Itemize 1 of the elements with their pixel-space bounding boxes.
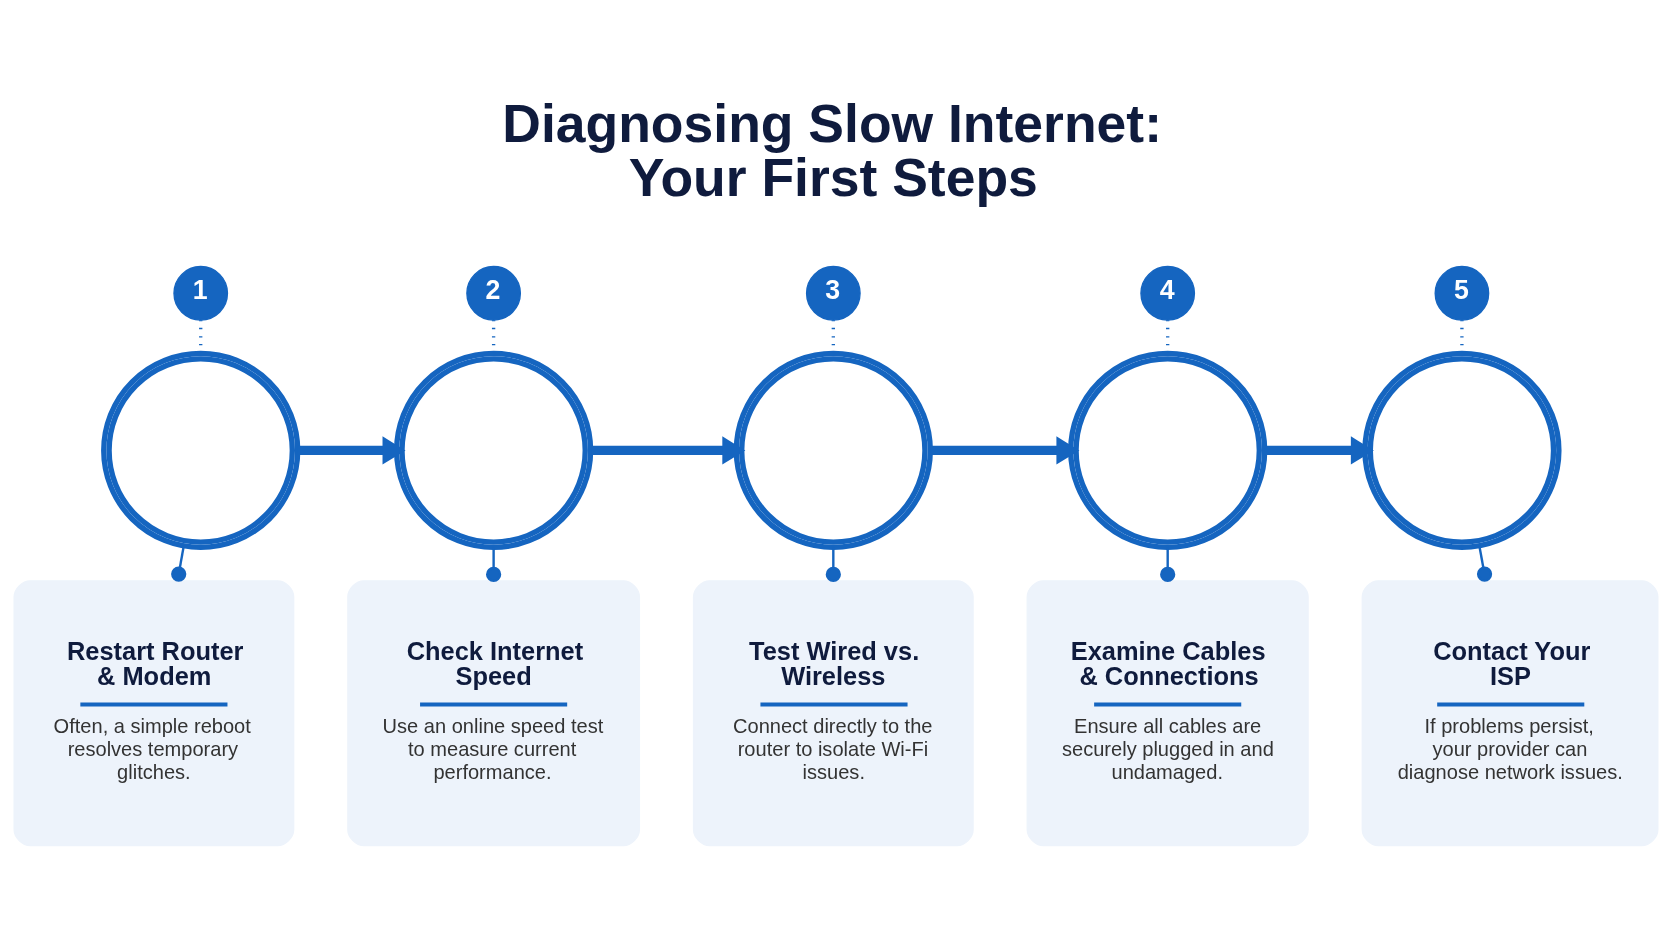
diagram-title: Diagnosing Slow Internet: Your First Steps (502, 94, 1162, 207)
